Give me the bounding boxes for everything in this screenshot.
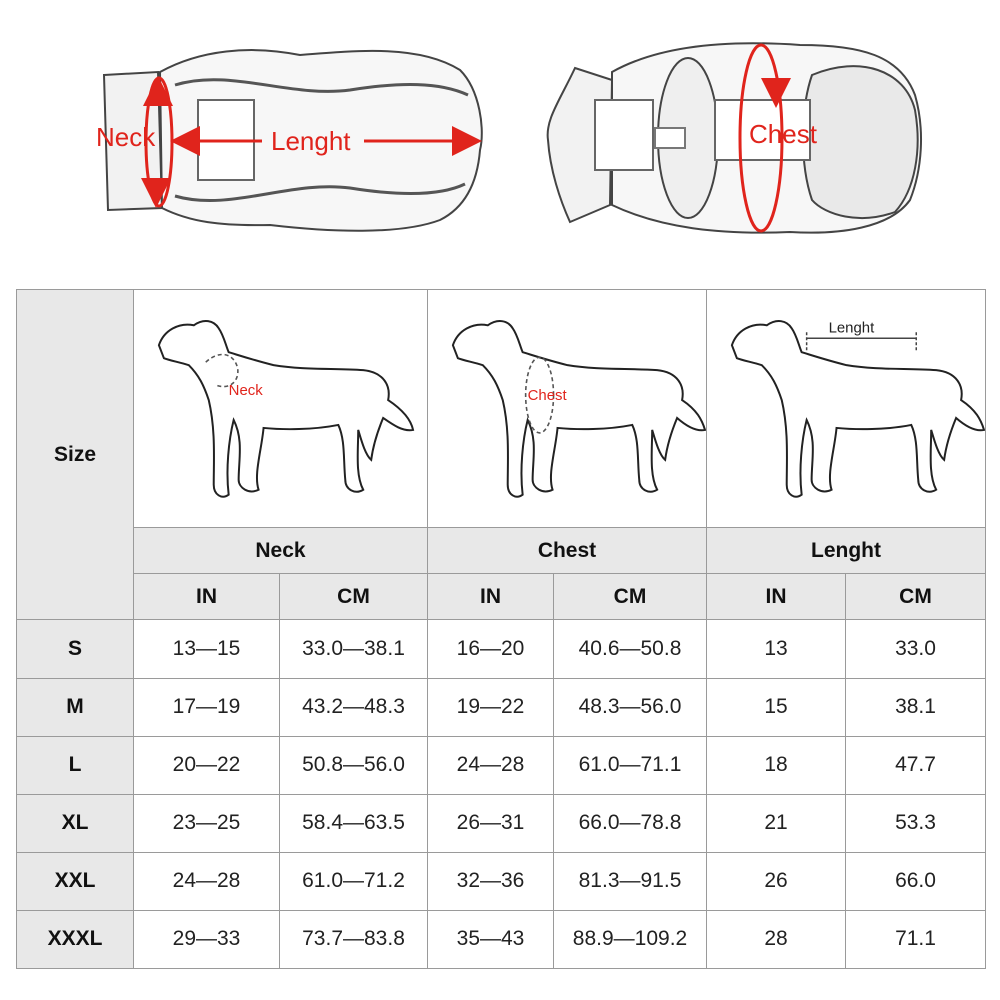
table-row: M 17—19 43.2—48.3 19—22 48.3—56.0 15 38.… <box>16 677 986 737</box>
group-header-length: Lenght <box>706 527 986 575</box>
unit-header-neck-in: IN <box>133 573 280 621</box>
table-row: XXXL 29—33 73.7—83.8 35—43 88.9—109.2 28… <box>16 909 986 970</box>
neck-label: Neck <box>96 122 156 152</box>
cell-length-in: 18 <box>706 735 846 795</box>
cell-neck-cm: 73.7—83.8 <box>279 909 428 970</box>
cell-neck-cm: 58.4—63.5 <box>279 793 428 853</box>
neck-dashed-loop <box>205 353 239 388</box>
cell-neck-in: 17—19 <box>133 677 280 737</box>
cell-neck-in: 24—28 <box>133 851 280 911</box>
cell-length-cm: 53.3 <box>845 793 986 853</box>
cell-neck-in: 20—22 <box>133 735 280 795</box>
coat-under-view <box>546 42 922 234</box>
cell-length-in: 28 <box>706 909 846 970</box>
dog-chest-diagram: Chest <box>451 320 706 498</box>
cell-chest-in: 19—22 <box>427 677 554 737</box>
cell-chest-in: 32—36 <box>427 851 554 911</box>
size-chart-table: Size Neck Chest <box>16 288 986 970</box>
dog-neck-diagram: Neck <box>157 320 415 498</box>
unit-header-length-in: IN <box>706 573 846 621</box>
size-header: Size <box>16 288 134 621</box>
group-header-chest: Chest <box>427 527 707 575</box>
neck-diagram-cell: Neck <box>133 288 428 529</box>
size-label: S <box>16 619 134 679</box>
cell-chest-in: 16—20 <box>427 619 554 679</box>
cell-chest-in: 26—31 <box>427 793 554 853</box>
cell-neck-cm: 43.2—48.3 <box>279 677 428 737</box>
cell-neck-cm: 61.0—71.2 <box>279 851 428 911</box>
length-diagram-label: Lenght <box>829 319 876 336</box>
neck-diagram-label: Neck <box>229 382 264 399</box>
cell-chest-cm: 66.0—78.8 <box>553 793 707 853</box>
cell-length-cm: 66.0 <box>845 851 986 911</box>
cell-neck-in: 23—25 <box>133 793 280 853</box>
cell-neck-cm: 33.0—38.1 <box>279 619 428 679</box>
length-diagram-cell: Lenght <box>706 288 986 529</box>
table-row: XL 23—25 58.4—63.5 26—31 66.0—78.8 21 53… <box>16 793 986 853</box>
chest-dashed-loop <box>524 356 555 434</box>
size-label: XXXL <box>16 909 134 970</box>
cell-neck-in: 29—33 <box>133 909 280 970</box>
cell-length-in: 26 <box>706 851 846 911</box>
unit-header-chest-cm: CM <box>553 573 707 621</box>
cell-length-in: 15 <box>706 677 846 737</box>
cell-chest-cm: 40.6—50.8 <box>553 619 707 679</box>
cell-length-cm: 33.0 <box>845 619 986 679</box>
dog-outline <box>157 320 415 498</box>
coat-illustration: Neck Lenght Chest <box>96 42 922 234</box>
size-label: XXL <box>16 851 134 911</box>
size-label: L <box>16 735 134 795</box>
cell-length-cm: 38.1 <box>845 677 986 737</box>
cell-chest-in: 35—43 <box>427 909 554 970</box>
group-header-neck: Neck <box>133 527 428 575</box>
unit-header-length-cm: CM <box>845 573 986 621</box>
size-label: XL <box>16 793 134 853</box>
table-row: L 20—22 50.8—56.0 24—28 61.0—71.1 18 47.… <box>16 735 986 795</box>
cell-length-in: 13 <box>706 619 846 679</box>
cell-chest-cm: 81.3—91.5 <box>553 851 707 911</box>
length-label: Lenght <box>271 126 351 156</box>
chest-diagram-cell: Chest <box>427 288 707 529</box>
cell-chest-cm: 61.0—71.1 <box>553 735 707 795</box>
chest-label: Chest <box>749 119 818 149</box>
cell-chest-cm: 48.3—56.0 <box>553 677 707 737</box>
cell-chest-in: 24—28 <box>427 735 554 795</box>
cell-length-cm: 47.7 <box>845 735 986 795</box>
cell-length-in: 21 <box>706 793 846 853</box>
cell-neck-cm: 50.8—56.0 <box>279 735 428 795</box>
cell-chest-cm: 88.9—109.2 <box>553 909 707 970</box>
table-row: S 13—15 33.0—38.1 16—20 40.6—50.8 13 33.… <box>16 619 986 679</box>
dog-outline <box>730 320 985 498</box>
dog-outline <box>451 320 706 498</box>
unit-header-neck-cm: CM <box>279 573 428 621</box>
dog-length-diagram: Lenght <box>730 319 985 498</box>
size-label: M <box>16 677 134 737</box>
chest-diagram-label: Chest <box>528 387 568 404</box>
cell-length-cm: 71.1 <box>845 909 986 970</box>
chest-measure-ellipse <box>738 43 784 233</box>
coat-top-view <box>102 49 483 232</box>
unit-header-chest-in: IN <box>427 573 554 621</box>
table-row: XXL 24—28 61.0—71.2 32—36 81.3—91.5 26 6… <box>16 851 986 911</box>
cell-neck-in: 13—15 <box>133 619 280 679</box>
